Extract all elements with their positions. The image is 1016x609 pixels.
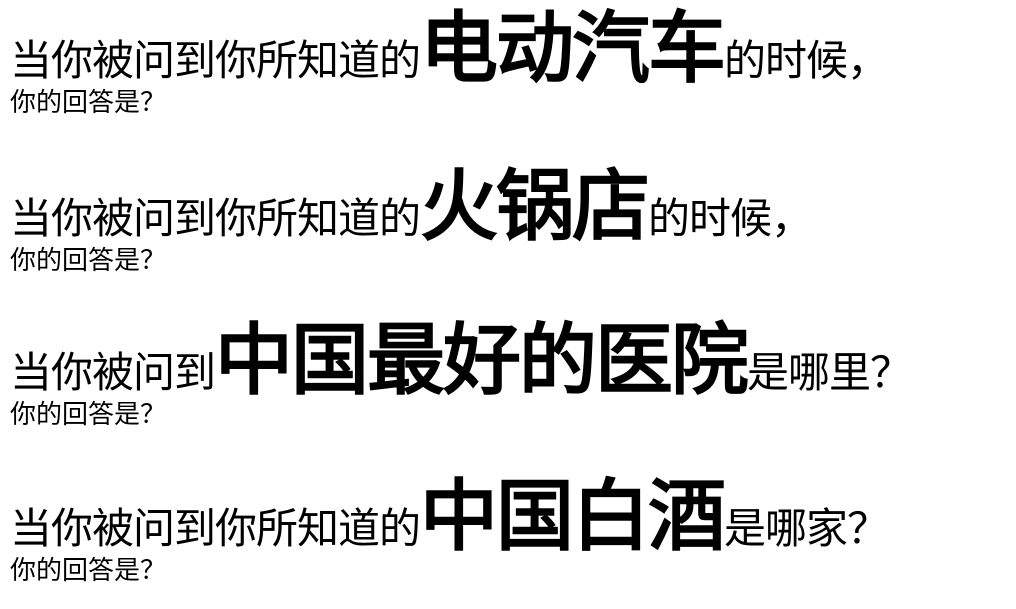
question-line: 当你被问到你所知道的火锅店的时候， [10, 168, 813, 246]
question-block-electric-car: 当你被问到你所知道的电动汽车的时候， 你的回答是？ [10, 10, 889, 118]
question-suffix: 是哪里？ [747, 348, 912, 397]
question-block-baijiu: 当你被问到你所知道的中国白酒是哪家？ 你的回答是？ [10, 478, 889, 586]
question-line: 当你被问到中国最好的医院是哪里？ [10, 322, 912, 400]
question-suffix: 的时候， [724, 36, 889, 85]
question-highlight: 中国白酒 [420, 472, 726, 562]
question-followup: 你的回答是？ [10, 400, 167, 430]
question-highlight: 电动汽车 [420, 4, 726, 94]
question-followup: 你的回答是？ [10, 88, 167, 118]
question-prefix: 当你被问到你所知道的 [10, 194, 421, 243]
question-highlight: 火锅店 [420, 162, 650, 252]
question-followup: 你的回答是？ [10, 556, 167, 586]
question-prefix: 当你被问到你所知道的 [10, 36, 421, 85]
question-prefix: 当你被问到你所知道的 [10, 504, 421, 553]
question-block-hotpot: 当你被问到你所知道的火锅店的时候， 你的回答是？ [10, 168, 813, 276]
question-suffix: 是哪家？ [724, 504, 889, 553]
question-block-hospital: 当你被问到中国最好的医院是哪里？ 你的回答是？ [10, 322, 912, 430]
question-suffix: 的时候， [648, 194, 813, 243]
question-line: 当你被问到你所知道的中国白酒是哪家？ [10, 478, 889, 556]
question-followup: 你的回答是？ [10, 246, 167, 276]
question-prefix: 当你被问到 [10, 348, 216, 397]
question-highlight: 中国最好的医院 [215, 316, 749, 406]
question-line: 当你被问到你所知道的电动汽车的时候， [10, 10, 889, 88]
